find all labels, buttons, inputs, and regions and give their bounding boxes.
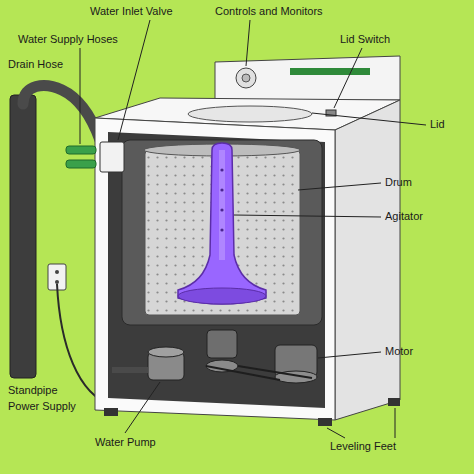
outlet-socket [55,280,59,284]
transmission [207,330,237,358]
console-strip [290,68,370,75]
agitator-highlight [219,150,225,260]
agitator [178,143,266,304]
part-label: Water Supply Hoses [18,33,118,46]
cabinet-front [95,118,335,420]
agitator-hole [220,208,223,211]
leader-line [125,382,160,433]
water-supply-hose [66,160,96,168]
cabinet-interior [108,132,325,408]
leader-line [298,183,381,190]
part-label: Drum [385,176,412,189]
agitator-base [178,288,266,304]
cabinet-side [335,100,400,420]
part-label: Water Inlet Valve [90,5,173,18]
lid [188,106,312,122]
part-label: Lid Switch [340,33,390,46]
water-supply-hose [66,146,96,154]
control-knob-center [242,74,250,82]
outer-tub [122,140,322,325]
leader-line [80,48,81,144]
standpipe [10,95,36,378]
pump-hose [112,367,148,373]
water-inlet-valve [100,142,124,172]
leader-line [395,408,396,438]
agitator-hole [220,228,223,231]
control-console [215,56,400,100]
leader-line [312,113,426,125]
part-label: Motor [385,345,413,358]
part-label: Controls and Monitors [215,5,323,18]
part-label: Drain Hose [8,58,63,71]
leveling-foot [318,418,332,426]
drain-hose [23,86,100,140]
leader-line [118,20,150,140]
leader-line [334,48,362,108]
control-knob [236,68,256,88]
leader-line [234,215,381,217]
drum [145,150,300,315]
agitator-hole [220,168,223,171]
pump-top [148,347,184,357]
part-label: Standpipe [8,384,58,397]
part-label: Lid [430,118,445,131]
part-label: Water Pump [95,436,156,449]
leader-line [246,20,250,66]
outlet-socket [55,270,59,274]
leader-line [327,428,345,438]
leveling-foot [388,398,400,406]
drive-belt [206,366,312,380]
part-label: Power Supply [8,400,76,413]
part-label: Agitator [385,210,423,223]
part-label: Leveling Feet [330,440,396,453]
leveling-foot [104,408,118,416]
agitator-hole [220,188,223,191]
leader-line [318,352,381,358]
